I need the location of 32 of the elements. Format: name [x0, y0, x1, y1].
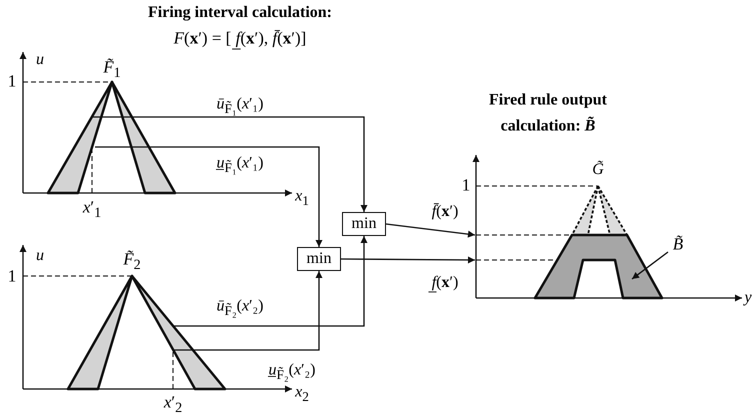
- arrow: [95, 146, 322, 247]
- edge-label: u̲$_{F̃₁}$(x′₁): [216, 154, 264, 176]
- axis-label: x$_{1}$: [295, 188, 309, 208]
- axis-label: y: [744, 289, 752, 307]
- set-label: B̃: [672, 236, 684, 254]
- output-fuzzy-set-shape: [535, 235, 663, 299]
- min-operator-box: min: [342, 212, 386, 236]
- tick-label: x′$_{1}$: [82, 198, 102, 222]
- arrow: [341, 256, 475, 264]
- set-label: F̃$_{2}$: [123, 250, 141, 274]
- set-label: F̃$_{1}$: [103, 58, 121, 82]
- set-label: G̃: [592, 161, 604, 179]
- edge-label: ū$_{F̃₂}$(x′₂): [216, 298, 264, 318]
- edge-label: f̄(x′): [432, 203, 458, 221]
- axis-label: x$_{2}$: [295, 384, 309, 404]
- tick-label: x′$_{2}$: [164, 394, 182, 415]
- min-operator-box: min: [297, 247, 341, 271]
- arrow: [173, 271, 322, 351]
- tick-label: 1: [8, 72, 16, 92]
- axis-label: u: [36, 247, 44, 265]
- tick-label: 1: [8, 268, 16, 286]
- arrow: [92, 116, 368, 212]
- formula: F(x′) = [ f̲(x′), f̄(x′)]: [174, 30, 306, 48]
- heading: Fired rule output calculation: B̃: [488, 90, 608, 136]
- arrow: [386, 223, 476, 238]
- heading: Firing interval calculation:: [148, 4, 332, 22]
- axis-label: u: [36, 51, 44, 69]
- edge-label: u̲$_{F̃₂}$(x′₂): [268, 362, 316, 382]
- edge-label: ū$_{F̃₁}$(x′₁): [216, 96, 264, 116]
- arrow: [173, 236, 368, 327]
- leader-arrow: [632, 251, 668, 280]
- tick-label: 1: [462, 176, 470, 196]
